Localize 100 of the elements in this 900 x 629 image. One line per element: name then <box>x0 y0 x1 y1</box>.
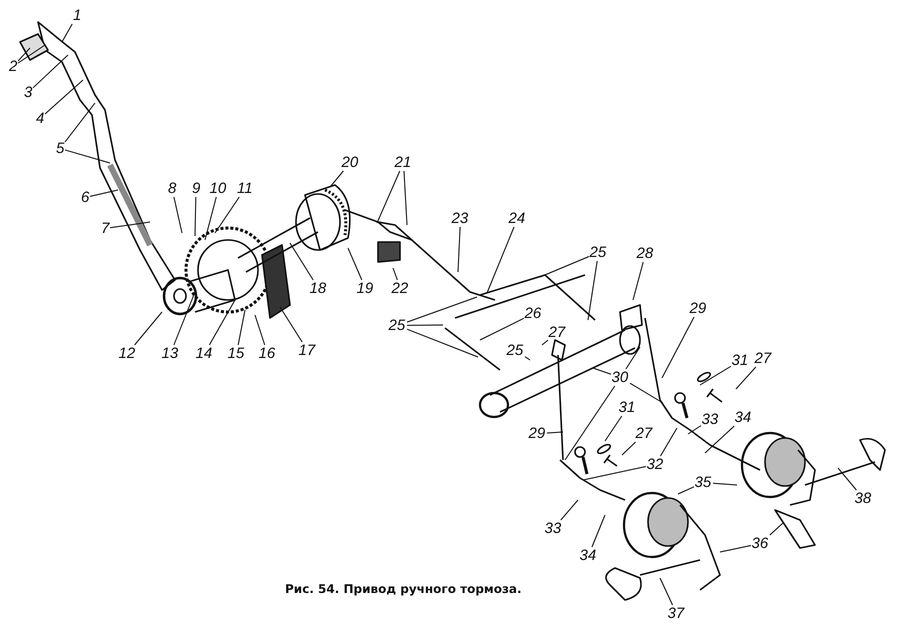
leader-line <box>720 545 752 552</box>
callout-number: 4 <box>35 110 46 126</box>
leader-line <box>110 222 150 228</box>
callout-number: 25 <box>388 316 406 334</box>
callout-number: 29 <box>688 300 708 316</box>
leader-line <box>406 324 444 326</box>
leader-line <box>660 428 678 456</box>
leader-line <box>582 466 646 480</box>
callout-number: 31 <box>730 352 750 368</box>
callout-number: 2 <box>8 58 18 74</box>
leader-line <box>208 300 236 346</box>
leader-line <box>64 149 110 164</box>
leader-line <box>622 442 636 456</box>
leader-line <box>688 425 702 434</box>
callout-number: 15 <box>226 344 246 362</box>
callout-number: 3 <box>23 84 34 100</box>
callout-number: 27 <box>754 350 772 366</box>
leader-line <box>44 80 84 115</box>
leader-line <box>32 54 68 88</box>
leader-line <box>564 386 616 460</box>
callout-number: 10 <box>208 180 228 196</box>
leader-line <box>406 296 478 323</box>
leader-line <box>630 382 664 404</box>
leader-line <box>632 262 644 300</box>
leader-line <box>254 314 266 346</box>
leader-line <box>62 24 73 42</box>
callout-number: 25 <box>588 244 608 260</box>
callout-number: 1 <box>72 6 82 24</box>
figure-caption: Рис. 54. Привод ручного тормоза. <box>285 582 522 596</box>
callout-number: 20 <box>340 154 360 170</box>
leader-line <box>660 578 674 606</box>
leader-line <box>392 268 398 280</box>
leader-line <box>214 196 240 234</box>
callout-number: 13 <box>160 344 180 362</box>
callout-number: 17 <box>298 342 316 358</box>
leader-line <box>64 102 96 142</box>
callout-number: 32 <box>646 456 664 472</box>
leader-line <box>540 256 590 278</box>
leader-line <box>18 44 46 64</box>
callout-number: 23 <box>450 210 470 226</box>
callout-number: 24 <box>508 210 526 226</box>
leader-line <box>194 196 196 236</box>
leader-line <box>625 346 640 370</box>
leader-line <box>18 48 30 62</box>
callout-number: 22 <box>390 280 410 296</box>
callout-number: 31 <box>618 398 636 416</box>
callout-number: 14 <box>194 344 214 362</box>
callout-number: 38 <box>854 490 872 506</box>
leader-line <box>204 196 217 240</box>
leader-line <box>560 500 578 520</box>
callout-number: 18 <box>308 280 328 296</box>
leader-line <box>458 226 461 272</box>
callout-number: 5 <box>55 140 66 156</box>
leader-line <box>838 468 857 490</box>
callout-number: 12 <box>118 344 136 362</box>
leader-line <box>588 260 598 320</box>
leader-line <box>348 248 362 280</box>
leader-line <box>280 306 303 342</box>
callout-number: 29 <box>528 424 546 442</box>
callout-number: 27 <box>548 324 566 340</box>
leader-line <box>134 312 162 346</box>
callout-number: 21 <box>394 154 412 170</box>
leader-line <box>591 514 606 548</box>
callout-number: 25 <box>506 342 524 358</box>
leader-line <box>604 416 622 442</box>
leader-line <box>769 522 784 536</box>
callout-number: 26 <box>524 304 542 322</box>
leader-line <box>290 242 314 280</box>
leader-line <box>678 486 694 494</box>
leader-line <box>524 356 530 360</box>
callout-number: 36 <box>750 534 770 552</box>
callout-number: 33 <box>544 520 562 536</box>
leader-line <box>90 190 118 197</box>
callout-number: 37 <box>666 604 686 622</box>
leader-line <box>712 482 738 486</box>
leader-line <box>376 170 400 224</box>
leader-line <box>403 170 408 226</box>
callout-number: 30 <box>610 368 630 386</box>
leader-line <box>700 366 732 386</box>
callout-number: 16 <box>258 344 276 362</box>
leader-line <box>736 366 756 390</box>
leader-line <box>662 316 695 378</box>
leader-line <box>330 170 344 188</box>
leader-line <box>173 196 182 234</box>
callout-number: 28 <box>636 244 654 262</box>
callout-number: 34 <box>578 546 598 564</box>
callout-number: 7 <box>100 220 110 236</box>
leader-line <box>406 328 478 358</box>
callout-number: 33 <box>700 410 720 428</box>
leader-line <box>173 292 196 346</box>
leader-line <box>546 432 564 434</box>
callout-number: 35 <box>694 474 712 490</box>
callout-number: 8 <box>167 180 178 196</box>
callout-number: 6 <box>80 188 90 206</box>
leader-line <box>704 426 735 454</box>
leader-line <box>542 340 548 346</box>
leader-line <box>480 318 524 340</box>
callout-number: 34 <box>734 408 752 426</box>
callout-number: 11 <box>236 180 254 196</box>
leader-line <box>486 226 515 294</box>
